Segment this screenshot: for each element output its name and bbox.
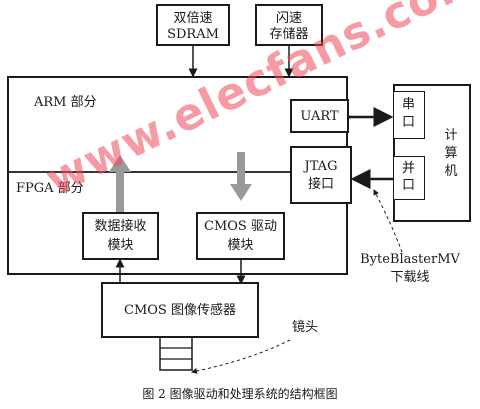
flash-line2: 存储器 bbox=[269, 27, 309, 42]
ddr-sdram-line2: SDRAM bbox=[167, 27, 219, 42]
data-recv-line1: 数据接收 bbox=[94, 219, 147, 234]
up-gray-arrowhead bbox=[109, 155, 131, 172]
computer-char3: 机 bbox=[444, 164, 458, 179]
parallel-port-block: 并 口 bbox=[393, 156, 425, 200]
ddr-sdram-line1: 双倍速 bbox=[173, 11, 213, 26]
cmos-driver-block: CMOS 驱动 模块 bbox=[196, 212, 285, 260]
jtag-block: JTAG 接口 bbox=[290, 146, 352, 204]
fpga-part-label: FPGA 部分 bbox=[16, 181, 84, 196]
cmos-driver-line2: 模块 bbox=[227, 238, 254, 253]
byteblaster-line1: ByteBlasterMV bbox=[360, 252, 460, 267]
cmos-sensor-block: CMOS 图像传感器 bbox=[101, 282, 259, 338]
data-recv-line2: 模块 bbox=[107, 238, 134, 253]
parallel-port-line1: 并 bbox=[401, 161, 415, 176]
flash-block: 闪速 存储器 bbox=[255, 4, 323, 46]
ddr-sdram-block: 双倍速 SDRAM bbox=[156, 4, 230, 46]
arm-part-label: ARM 部分 bbox=[34, 95, 97, 110]
byteblaster-pointer bbox=[373, 189, 403, 253]
jtag-line1: JTAG bbox=[304, 159, 338, 174]
down-gray-arrowhead bbox=[230, 184, 252, 201]
lens-pointer bbox=[191, 339, 291, 374]
cmos-driver-line1: CMOS 驱动 bbox=[204, 219, 277, 234]
flash-line1: 闪速 bbox=[275, 11, 302, 26]
serial-port-line2: 口 bbox=[401, 115, 415, 130]
lens-label: 镜头 bbox=[292, 320, 319, 335]
uart-block: UART bbox=[290, 99, 349, 133]
jtag-line2: 接口 bbox=[307, 177, 334, 192]
computer-char2: 算 bbox=[444, 146, 458, 161]
uart-label: UART bbox=[300, 109, 339, 124]
lens-icon bbox=[159, 336, 193, 371]
figure-caption: 图 2 图像驱动和处理系统的结构框图 bbox=[142, 387, 338, 401]
cmos-sensor-label: CMOS 图像传感器 bbox=[124, 303, 236, 318]
byteblaster-line2: 下载线 bbox=[390, 270, 430, 285]
data-recv-block: 数据接收 模块 bbox=[82, 212, 159, 260]
serial-port-line1: 串 bbox=[401, 97, 415, 112]
parallel-port-line2: 口 bbox=[401, 178, 415, 193]
serial-port-block: 串 口 bbox=[393, 91, 425, 139]
computer-char1: 计 bbox=[444, 128, 458, 143]
